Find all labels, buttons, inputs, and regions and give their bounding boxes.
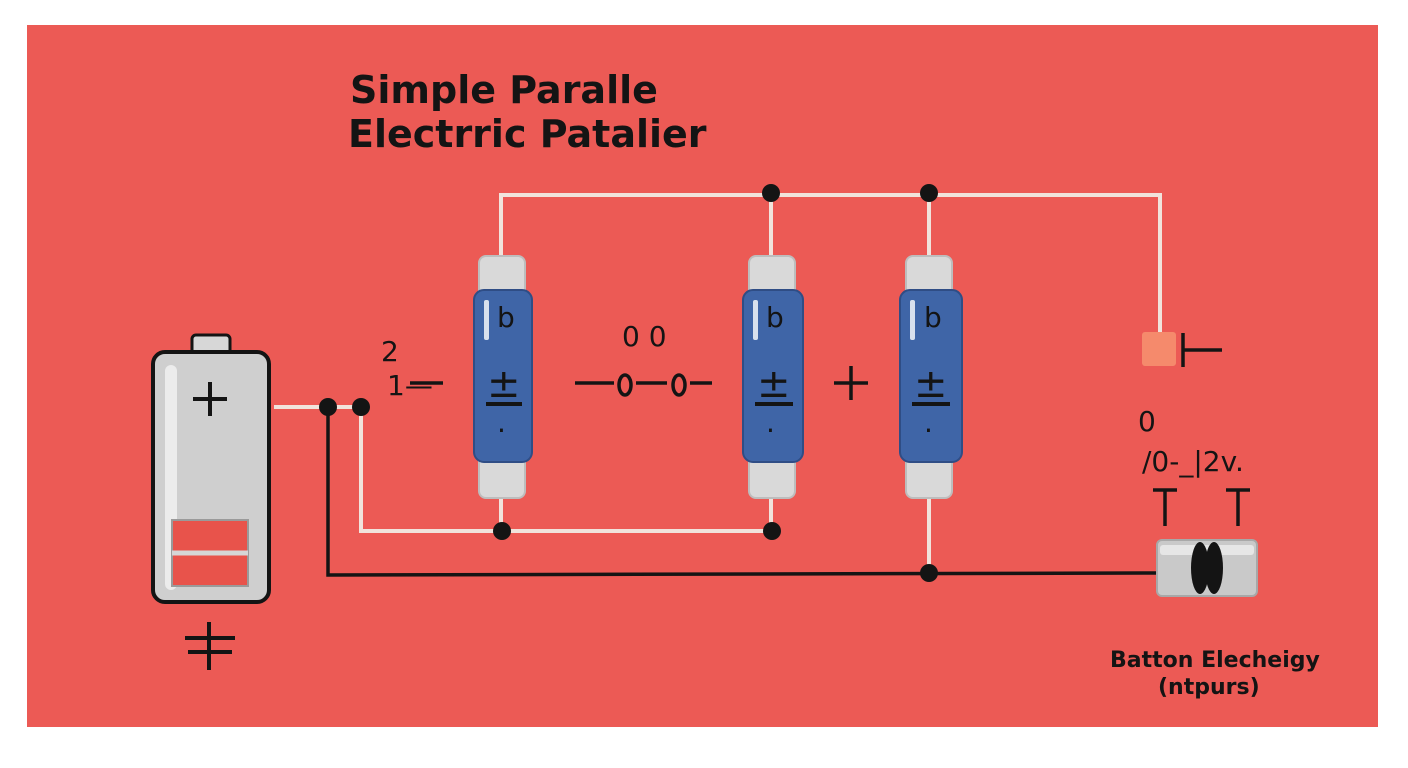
lower-return-wire — [359, 407, 771, 533]
dark-wires — [326, 333, 1222, 577]
resistor-shine — [910, 300, 915, 340]
resistor-2: b ± . — [742, 255, 804, 499]
caption-line-2: (ntpurs) — [1158, 675, 1260, 700]
voltage-label: /0-_|2v. — [1142, 445, 1244, 478]
tick-marks — [1153, 488, 1250, 526]
resistor-3: b ± . — [899, 255, 963, 499]
left-number-top: 2 — [381, 335, 399, 368]
inductor-coil — [1191, 542, 1209, 594]
title-line-1: Simple Paralle — [350, 68, 658, 112]
resistor-top-mark: b — [924, 301, 942, 334]
switch-pad — [1142, 332, 1176, 366]
resistor-body — [899, 289, 963, 463]
resistor-1: b ± . — [473, 255, 533, 499]
junction-dot — [762, 184, 780, 202]
resistor-shine — [484, 300, 489, 340]
resistor-bottom-mark: . — [924, 406, 933, 439]
junctions — [319, 184, 938, 582]
title-line-2: Electrric Patalier — [348, 112, 707, 156]
resistor-shine — [753, 300, 758, 340]
resistor-bottom-mark: . — [766, 406, 775, 439]
inductor-highlight — [1160, 545, 1254, 555]
mid-circles: 0 0 — [622, 320, 667, 353]
resistor-mid-mark: ± — [914, 361, 948, 407]
junction-dot — [352, 398, 370, 416]
resistor-top-mark: b — [766, 301, 784, 334]
junction-dot — [920, 184, 938, 202]
top-wire — [499, 193, 1162, 335]
resistor-bottom-mark: . — [497, 406, 506, 439]
resistor-mid-mark: ± — [487, 361, 521, 407]
inductor-coil — [1205, 542, 1223, 594]
inductor-component — [1156, 539, 1258, 597]
mid-open-contacts — [617, 373, 687, 397]
left-number: 1— — [387, 369, 433, 402]
battery-ground-symbol — [185, 622, 235, 670]
resistor-mid-mark: ± — [757, 361, 791, 407]
light-wires — [274, 193, 1162, 573]
junction-dot — [319, 398, 337, 416]
resistor-top-mark: b — [497, 301, 515, 334]
junction-dot — [763, 522, 781, 540]
contact-circle — [671, 373, 687, 397]
contact-circle — [617, 373, 633, 397]
right-circle: 0 — [1138, 405, 1156, 438]
caption-line-1: Batton Elecheigy — [1110, 648, 1320, 673]
junction-dot — [920, 564, 938, 582]
battery — [151, 333, 271, 604]
ground-wire — [326, 407, 1159, 577]
junction-dot — [493, 522, 511, 540]
